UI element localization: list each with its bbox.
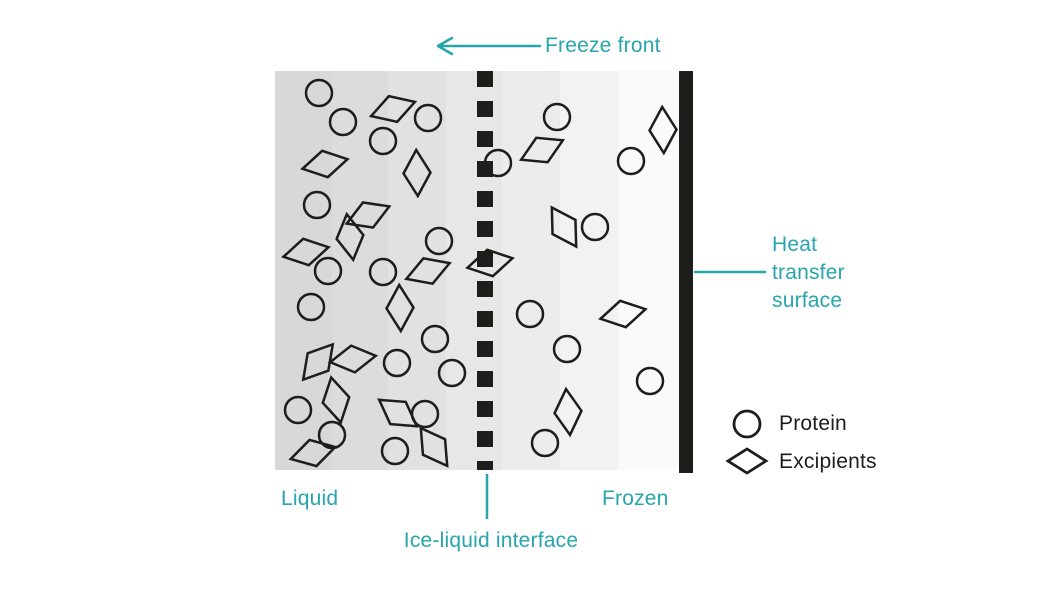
- gradient-band: [560, 71, 618, 470]
- protein-icon: [382, 348, 412, 378]
- excipient-icon: [368, 94, 418, 124]
- ice-liquid-interface-dash: [477, 371, 493, 387]
- ice-liquid-interface-dash: [477, 101, 493, 117]
- gradient-band: [275, 71, 332, 470]
- ice-liquid-interface-dash: [477, 71, 493, 87]
- excipient-icon: [419, 426, 449, 468]
- protein-icon: [515, 299, 545, 329]
- legend-excipients-label: Excipients: [779, 450, 877, 473]
- ice-liquid-interface-dash: [477, 221, 493, 237]
- legend-excipients-icon: [725, 447, 769, 475]
- protein-icon: [420, 324, 450, 354]
- excipient-icon: [648, 104, 678, 156]
- ice-liquid-interface-dash: [477, 251, 493, 267]
- ice-liquid-interface-dash: [477, 461, 493, 470]
- protein-icon: [530, 428, 560, 458]
- ice-liquid-interface-dash: [477, 341, 493, 357]
- gradient-band: [618, 71, 678, 470]
- excipient-icon: [327, 344, 379, 374]
- ice-liquid-interface-dash: [477, 131, 493, 147]
- excipient-icon: [344, 201, 392, 229]
- ice-liquid-interface-dash: [477, 311, 493, 327]
- legend-protein-label: Protein: [779, 412, 847, 435]
- protein-icon: [552, 334, 582, 364]
- excipient-icon: [321, 375, 351, 425]
- protein-icon: [368, 257, 398, 287]
- excipient-icon: [550, 205, 578, 249]
- heat-transfer-surface-label: Heat transfer surface: [772, 233, 845, 312]
- protein-icon: [424, 226, 454, 256]
- excipient-icon: [518, 136, 566, 164]
- protein-icon: [304, 78, 334, 108]
- protein-icon: [542, 102, 572, 132]
- freeze-front-label: Freeze front: [545, 34, 661, 57]
- excipient-icon: [404, 256, 452, 286]
- protein-icon: [368, 126, 398, 156]
- excipient-icon: [402, 147, 432, 199]
- ice-liquid-interface-dash: [477, 161, 493, 177]
- protein-icon: [635, 366, 665, 396]
- protein-icon: [302, 190, 332, 220]
- protein-icon: [616, 146, 646, 176]
- ice-liquid-interface-dash: [477, 431, 493, 447]
- protein-icon: [328, 107, 358, 137]
- protein-icon: [313, 256, 343, 286]
- ice-liquid-interface-dash: [477, 401, 493, 417]
- legend-protein-icon: [732, 409, 762, 439]
- gradient-band: [502, 71, 560, 470]
- excipient-icon: [300, 149, 350, 179]
- protein-icon: [437, 358, 467, 388]
- protein-icon: [380, 436, 410, 466]
- ice-liquid-interface-label: Ice-liquid interface: [403, 529, 579, 552]
- ice-liquid-interface-dash: [477, 281, 493, 297]
- protein-icon: [296, 292, 326, 322]
- excipient-icon: [281, 237, 331, 267]
- excipient-icon: [385, 282, 415, 334]
- excipient-icon: [288, 438, 338, 468]
- protein-icon: [317, 420, 347, 450]
- excipient-icon: [598, 299, 648, 329]
- excipient-icon: [465, 248, 515, 278]
- liquid-region-label: Liquid: [281, 487, 339, 510]
- excipient-icon: [335, 211, 365, 263]
- protein-icon: [580, 212, 610, 242]
- heat-transfer-surface-bar: [679, 71, 693, 473]
- frozen-region-label: Frozen: [602, 487, 669, 510]
- ice-liquid-interface-dash: [477, 191, 493, 207]
- protein-icon: [413, 103, 443, 133]
- excipient-icon: [377, 398, 419, 428]
- freeze-front-arrow-icon: [436, 36, 542, 56]
- protein-icon: [283, 395, 313, 425]
- excipient-icon: [553, 386, 583, 438]
